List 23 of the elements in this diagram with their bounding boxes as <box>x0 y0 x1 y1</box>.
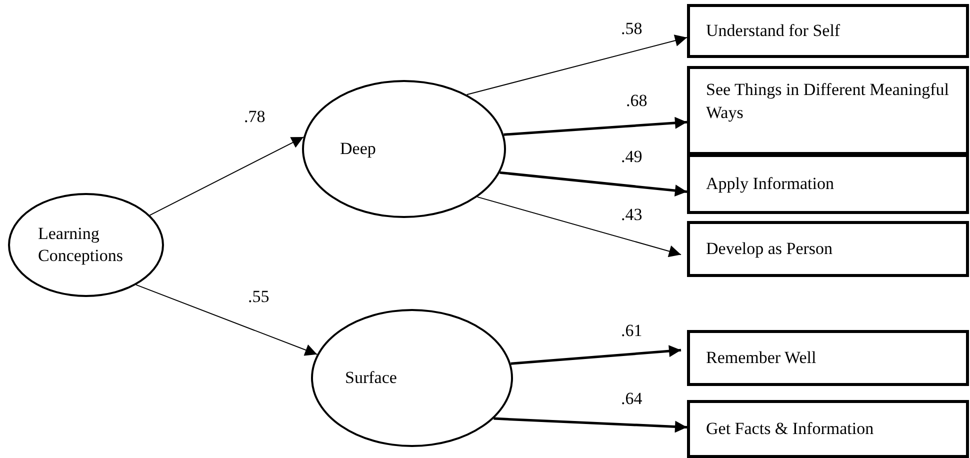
node-label: Apply Information <box>706 172 834 195</box>
indicator-box <box>687 221 969 277</box>
node-label: Develop as Person <box>706 238 833 260</box>
arrow <box>494 417 688 433</box>
indicator-box <box>687 330 969 386</box>
arrow <box>500 171 688 197</box>
node-label: Get Facts & Information <box>706 418 874 440</box>
indicator-box <box>687 400 969 458</box>
indicator-box <box>687 154 969 214</box>
node-label: Remember Well <box>706 346 816 369</box>
indicator-box <box>687 66 969 155</box>
node-label: Understand for Self <box>706 20 840 42</box>
node-label: Surface <box>345 366 397 389</box>
arrow <box>504 116 688 136</box>
node-label: See Things in Different Meaningful Ways <box>706 79 950 124</box>
arrow <box>466 34 688 96</box>
indicator-box <box>687 4 969 58</box>
arrow <box>149 136 304 216</box>
arrow <box>476 196 682 258</box>
arrow <box>510 345 682 365</box>
node-label: Deep <box>340 138 376 160</box>
node-label: Learning Conceptions <box>38 222 124 267</box>
arrow <box>136 284 318 356</box>
